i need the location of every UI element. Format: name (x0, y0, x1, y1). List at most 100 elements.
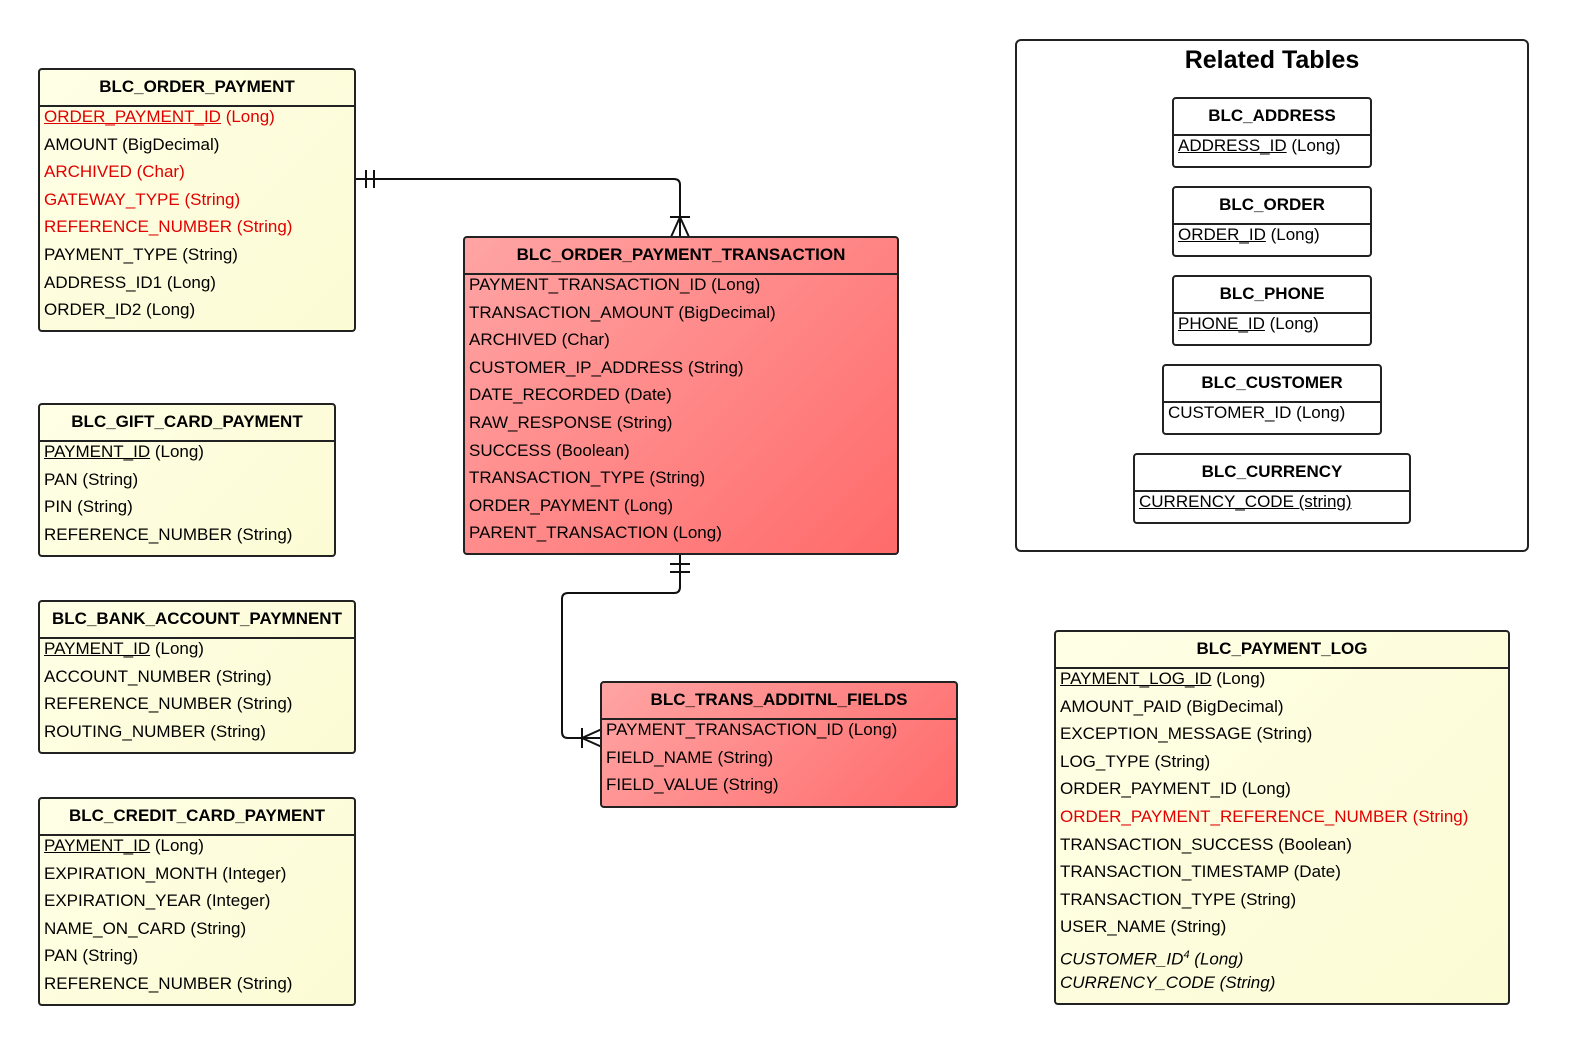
column-type: (String) (77, 469, 139, 489)
column-row: TRANSACTION_TIMESTAMP (Date) (1060, 862, 1508, 890)
column-name: CUSTOMER_ID (1060, 949, 1184, 969)
column-row: CURRENCY_CODE (String) (1060, 973, 1508, 1001)
column-row: ADDRESS_ID (Long) (1178, 136, 1370, 164)
entity-credit-card-payment[interactable]: BLC_CREDIT_CARD_PAYMENT PAYMENT_ID (Long… (38, 797, 356, 1006)
entity-columns: ORDER_PAYMENT_ID (Long)AMOUNT (BigDecima… (40, 107, 354, 328)
column-row: RAW_RESPONSE (String) (469, 413, 897, 441)
column-row: PAYMENT_ID (Long) (44, 639, 354, 667)
column-row: REFERENCE_NUMBER (String) (44, 525, 334, 553)
column-name: REFERENCE_NUMBER (44, 217, 232, 237)
column-row: PAYMENT_ID (Long) (44, 836, 354, 864)
column-row: PARENT_TRANSACTION (Long) (469, 523, 897, 551)
entity-columns: PAYMENT_TRANSACTION_ID (Long) TRANSACTION… (465, 275, 897, 551)
column-name: SUCCESS (469, 440, 552, 460)
column-name: NAME_ON_CARD (44, 918, 186, 938)
column-row: PAYMENT_TRANSACTION_ID (Long) (606, 720, 956, 748)
column-name: TRANSACTION_TYPE (469, 468, 645, 488)
related-table-currency[interactable]: BLC_CURRENCY CURRENCY_CODE (string) (1133, 453, 1411, 524)
entity-bank-account-payment[interactable]: BLC_BANK_ACCOUNT_PAYMNENT PAYMENT_ID (Lo… (38, 600, 356, 754)
entity-columns: ADDRESS_ID (Long) (1174, 136, 1370, 164)
related-table-phone[interactable]: BLC_PHONE PHONE_ID (Long) (1172, 275, 1372, 346)
column-name: ORDER_ID2 (44, 300, 142, 320)
column-name: EXPIRATION_YEAR (44, 891, 202, 911)
entity-gift-card-payment[interactable]: BLC_GIFT_CARD_PAYMENT PAYMENT_ID (Long)P… (38, 403, 336, 557)
column-row: AMOUNT_PAID (BigDecimal) (1060, 697, 1508, 725)
column-type: (Long) (150, 639, 204, 658)
column-type: (Integer) (217, 863, 287, 883)
column-type: (String) (185, 918, 247, 938)
entity-columns: PHONE_ID (Long) (1174, 314, 1370, 342)
column-row: ACCOUNT_NUMBER (String) (44, 667, 354, 695)
column-type: (Long) (706, 275, 761, 294)
column-row: FIELD_NAME (String) (606, 748, 956, 776)
column-type: (String) (72, 497, 133, 517)
entity-title: BLC_ADDRESS (1174, 99, 1370, 136)
column-name: PAYMENT_ID (44, 442, 151, 461)
column-name: ORDER_PAYMENT_ID (44, 107, 221, 126)
column-row: ORDER_PAYMENT (Long) (469, 496, 897, 524)
column-type: (String) (644, 468, 706, 488)
entity-order-payment-transaction[interactable]: BLC_ORDER_PAYMENT_TRANSACTION PAYMENT_TR… (463, 236, 899, 555)
column-name: PAYMENT_ID (44, 836, 151, 855)
column-type: (String) (718, 775, 779, 795)
column-type: (Long) (619, 495, 674, 515)
column-type: (String) (211, 666, 272, 686)
related-tables-title: Related Tables (1184, 46, 1360, 74)
column-type: (Long) (1189, 949, 1244, 969)
column-type: (Long) (150, 442, 204, 461)
entity-trans-additnl-fields[interactable]: BLC_TRANS_ADDITNL_FIELDS PAYMENT_TRANSAC… (600, 681, 958, 808)
column-row: TRANSACTION_TYPE (String) (469, 468, 897, 496)
entity-order-payment[interactable]: BLC_ORDER_PAYMENT ORDER_PAYMENT_ID (Long… (38, 68, 356, 332)
related-table-address[interactable]: BLC_ADDRESS ADDRESS_ID (Long) (1172, 97, 1372, 168)
column-type: (String) (231, 973, 293, 993)
entity-title: BLC_CREDIT_CARD_PAYMENT (40, 799, 354, 836)
column-row: NAME_ON_CARD (String) (44, 919, 354, 947)
column-row: ORDER_PAYMENT_REFERENCE_NUMBER (String) (1060, 807, 1508, 835)
entity-payment-log[interactable]: BLC_PAYMENT_LOG PAYMENT_LOG_ID (Long)AMO… (1054, 630, 1510, 1005)
related-table-customer[interactable]: BLC_CUSTOMER CUSTOMER_ID (Long) (1162, 364, 1382, 435)
column-type: (String) (77, 946, 139, 966)
entity-columns: PAYMENT_ID (Long)ACCOUNT_NUMBER (String)… (40, 639, 354, 749)
column-type: (Long) (668, 523, 722, 543)
entity-columns: CUSTOMER_ID (Long) (1164, 403, 1380, 431)
column-row: CUSTOMER_ID (Long) (1168, 403, 1380, 431)
column-row: PAYMENT_TRANSACTION_ID (Long) (469, 275, 897, 303)
column-name: PAN (44, 946, 78, 966)
entity-columns: PAYMENT_LOG_ID (Long)AMOUNT_PAID (BigDec… (1056, 669, 1508, 1000)
column-name: EXPIRATION_MONTH (44, 863, 218, 883)
entity-title: BLC_CURRENCY (1135, 455, 1409, 492)
column-type: (String) (1251, 724, 1313, 744)
column-type: (String) (231, 217, 293, 237)
column-type: (String) (611, 412, 673, 432)
column-type: (String) (712, 747, 774, 767)
column-name: TRANSACTION_TIMESTAMP (1060, 862, 1289, 882)
column-name: PAYMENT_TRANSACTION_ID (606, 720, 844, 739)
entity-columns: ORDER_ID (Long) (1174, 225, 1370, 253)
entity-columns: PAYMENT_ID (Long)EXPIRATION_MONTH (Integ… (40, 836, 354, 1002)
column-name: FIELD_VALUE (606, 775, 719, 795)
column-type: (Long) (141, 300, 196, 320)
column-type: (Long) (220, 107, 275, 126)
column-row: PAYMENT_TYPE (String) (44, 245, 354, 273)
column-type: (Char) (556, 330, 610, 350)
column-row: EXPIRATION_YEAR (Integer) (44, 891, 354, 919)
column-type: (Long) (843, 720, 898, 739)
column-row: REFERENCE_NUMBER (String) (44, 974, 354, 1002)
column-type: (String) (1214, 972, 1276, 992)
column-type: (String) (1149, 751, 1211, 771)
column-row: PIN (String) (44, 497, 334, 525)
column-row: TRANSACTION_TYPE (String) (1060, 890, 1508, 918)
column-row: REFERENCE_NUMBER (String) (44, 217, 354, 245)
column-row: PAN (String) (44, 946, 354, 974)
column-type: (String) (683, 357, 744, 377)
entity-columns: PAYMENT_ID (Long)PAN (String)PIN (String… (40, 442, 334, 552)
column-name: ACCOUNT_NUMBER (44, 666, 212, 686)
column-name: REFERENCE_NUMBER (44, 973, 232, 993)
column-row: ORDER_ID2 (Long) (44, 300, 354, 328)
entity-title: BLC_ORDER_PAYMENT_TRANSACTION (465, 238, 897, 275)
column-row: ARCHIVED (Char) (469, 330, 897, 358)
related-table-order[interactable]: BLC_ORDER ORDER_ID (Long) (1172, 186, 1372, 257)
column-name: LOG_TYPE (1060, 751, 1150, 771)
column-row: PHONE_ID (Long) (1178, 314, 1370, 342)
